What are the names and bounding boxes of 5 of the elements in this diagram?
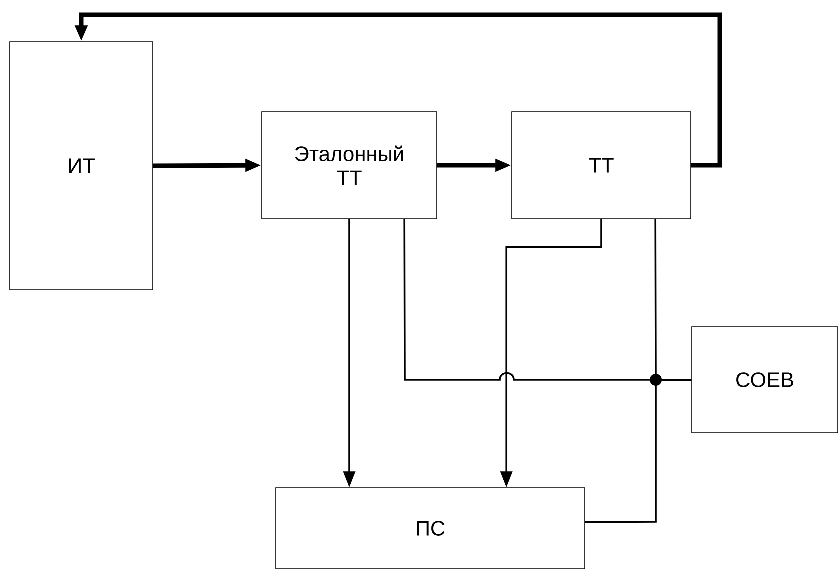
block-box: ИТ xyxy=(10,42,154,290)
block-box: СОЕВ xyxy=(692,326,838,434)
block-box: Эталонный ТТ xyxy=(262,112,438,220)
block-box: ТТ xyxy=(512,112,692,220)
block-box: ПС xyxy=(276,488,586,570)
